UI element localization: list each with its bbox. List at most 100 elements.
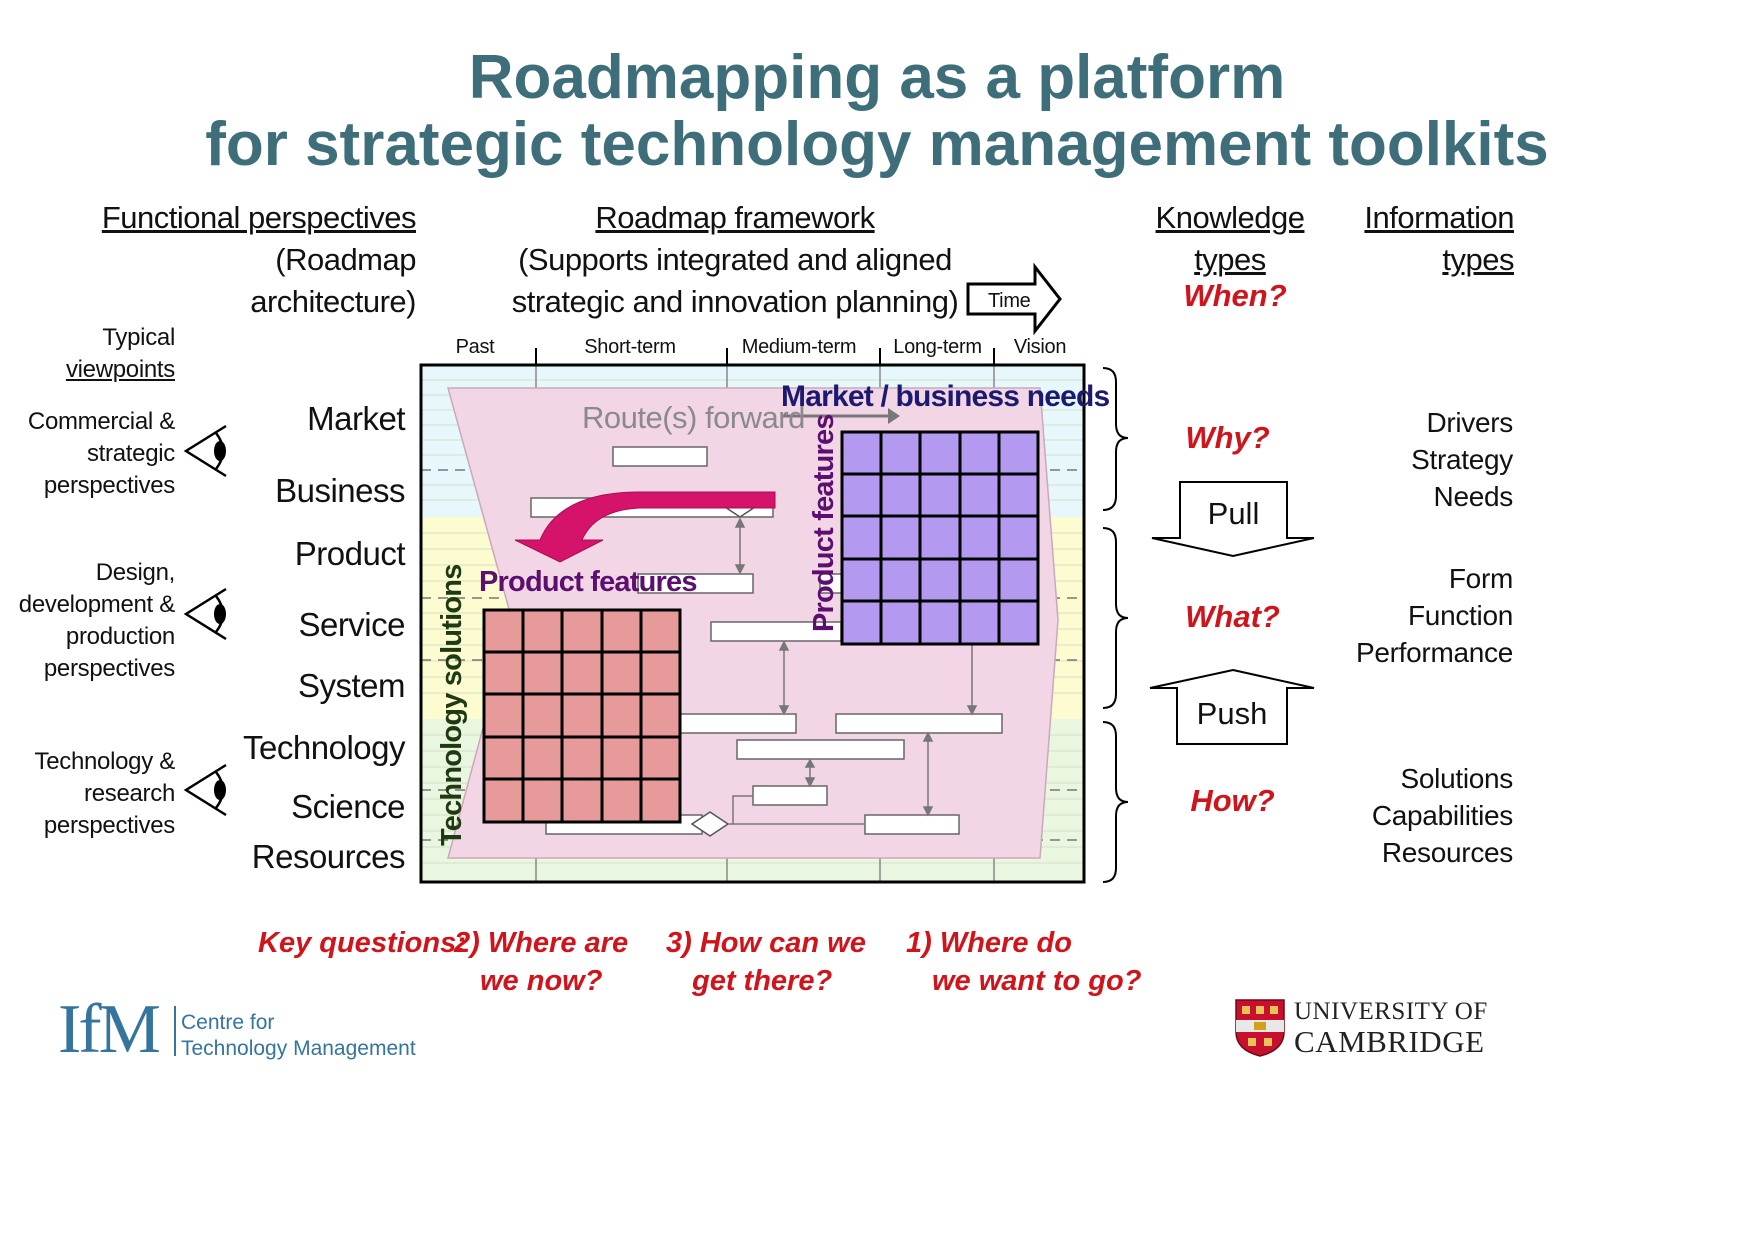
info-drivers-line: Needs (1433, 481, 1514, 512)
typical-viewpoints-title: Typical viewpoints (0, 322, 175, 386)
info-solutions-line: Solutions (1400, 763, 1514, 794)
key-question-1-line: we want to go? (932, 965, 1142, 997)
cambridge-logo-line2: CAMBRIDGE (1294, 1024, 1485, 1059)
time-period-long-term: Long-term (893, 336, 982, 358)
market-needs-grid (840, 430, 1040, 646)
viewpoint-commercial-line: perspectives (43, 472, 175, 499)
knowledge-braces (1102, 367, 1129, 883)
knowledge-types-line1: Knowledge (1155, 200, 1305, 235)
route-forward-arrowhead (888, 408, 900, 424)
cambridge-crest-icon (1235, 999, 1285, 1057)
layer-label-market: Market (307, 400, 405, 437)
layer-label-system: System (297, 667, 406, 704)
roadmap-framework-title: Roadmap framework (595, 200, 875, 235)
time-period-medium-term: Medium-term (741, 336, 857, 358)
key-question-2-line: we now? (480, 965, 603, 997)
cambridge-logo-line1: UNIVERSITY OF (1294, 998, 1488, 1025)
page-title-line1: Roadmapping as a platform (468, 43, 1286, 112)
alignment-curved-arrow (514, 491, 776, 563)
when-question: When? (1183, 278, 1287, 313)
milestone-diamond (690, 811, 730, 837)
info-form-line: Form (1448, 563, 1513, 594)
key-question-1-line: 1) Where do (906, 927, 1072, 959)
layer-label-technology: Technology (243, 729, 405, 766)
viewpoint-design-line: Design, (95, 559, 176, 586)
key-questions-label: Key questions: (258, 927, 466, 959)
information-types-header: Information types (1350, 197, 1514, 281)
info-form-line: Function (1408, 600, 1513, 631)
page-title-line2: for strategic technology management tool… (205, 110, 1549, 179)
technology-solutions-label: Technology solutions (436, 564, 468, 846)
info-form: Form Function Performance (1293, 560, 1513, 671)
layer-label-science: Science (291, 788, 405, 825)
typical-viewpoints-line2: viewpoints (65, 356, 175, 383)
key-question-3: 3) How can we get there? (666, 924, 866, 1000)
viewpoint-technology-line: Technology & (34, 748, 176, 775)
route-forward-label: Route(s) forward (582, 400, 805, 435)
viewpoint-design-line: production (65, 623, 175, 650)
roadmap-frame (419, 363, 1086, 884)
roadmap-framework-sub1: (Supports integrated and aligned (518, 242, 952, 277)
viewpoint-technology-line: research (84, 780, 175, 807)
eye-icon (183, 424, 227, 478)
knowledge-types-line2: types (1194, 242, 1266, 277)
functional-perspectives-title: Functional perspectives (101, 200, 417, 235)
viewpoint-commercial-line: strategic (86, 440, 175, 467)
time-period-past: Past (455, 336, 495, 358)
ifm-logo-text: Centre for Technology Management (181, 1010, 416, 1062)
info-drivers-line: Strategy (1411, 444, 1513, 475)
info-solutions-line: Resources (1381, 837, 1513, 868)
time-arrow-label: Time (988, 290, 1031, 312)
pull-arrow-icon (1151, 481, 1315, 558)
viewpoint-commercial: Commercial & strategic perspectives (0, 406, 175, 502)
information-types-line2: types (1442, 242, 1514, 277)
layer-label-product: Product (294, 535, 406, 572)
viewpoint-commercial-line: Commercial & (27, 408, 175, 435)
info-solutions: Solutions Capabilities Resources (1293, 760, 1513, 871)
ifm-logo-mark: IfM (58, 991, 161, 1068)
linkage-arrows (728, 517, 978, 825)
ifm-logo-line: Centre for (181, 1011, 275, 1034)
key-question-2: 2) Where are we now? (454, 924, 628, 1000)
time-period-short-term: Short-term (584, 336, 676, 358)
functional-perspectives-sub2: architecture) (250, 284, 416, 319)
layer-label-business: Business (275, 472, 405, 509)
info-solutions-line: Capabilities (1371, 800, 1513, 831)
info-form-line: Performance (1356, 637, 1513, 668)
key-question-2-line: 2) Where are (454, 927, 629, 959)
viewpoint-design-line: development & (18, 591, 176, 618)
info-drivers-line: Drivers (1426, 407, 1513, 438)
push-arrow-icon (1149, 668, 1315, 745)
time-arrow-icon (966, 262, 1062, 336)
time-period-vision: Vision (1013, 336, 1067, 358)
technology-solutions-grid (482, 608, 682, 824)
info-drivers: Drivers Strategy Needs (1293, 404, 1513, 515)
roadmap-framework-sub2: strategic and innovation planning) (511, 284, 959, 319)
key-question-3-line: 3) How can we (666, 927, 866, 959)
key-question-3-line: get there? (692, 965, 833, 997)
viewpoint-design-line: perspectives (43, 655, 175, 682)
key-question-1: 1) Where do we want to go? (906, 924, 1141, 1000)
roadmap-framework-header: Roadmap framework (Supports integrated a… (510, 197, 960, 323)
product-features-label: Product features (479, 566, 697, 598)
eye-icon (183, 763, 227, 817)
knowledge-types-header: Knowledge types (1150, 197, 1310, 281)
viewpoint-design: Design, development & production perspec… (0, 557, 176, 685)
why-question: Why? (1185, 420, 1270, 455)
how-question: How? (1190, 783, 1275, 818)
market-needs-label: Market / business needs (781, 380, 1110, 413)
ifm-logo-line: Technology Management (181, 1037, 416, 1060)
layer-label-resources: Resources (251, 838, 406, 875)
eye-icon (183, 587, 227, 641)
product-features-vertical-label: Product features (808, 414, 840, 632)
information-types-line1: Information (1364, 200, 1514, 235)
typical-viewpoints-line1: Typical (102, 324, 175, 351)
ifm-logo-divider (174, 1006, 176, 1056)
viewpoint-technology-line: perspectives (43, 812, 175, 839)
push-label: Push (1196, 696, 1268, 731)
viewpoint-technology: Technology & research perspectives (0, 746, 176, 842)
layer-label-service: Service (298, 606, 405, 643)
cambridge-logo-text: UNIVERSITY OF CAMBRIDGE (1294, 998, 1488, 1058)
functional-perspectives-sub1: (Roadmap (275, 242, 416, 277)
